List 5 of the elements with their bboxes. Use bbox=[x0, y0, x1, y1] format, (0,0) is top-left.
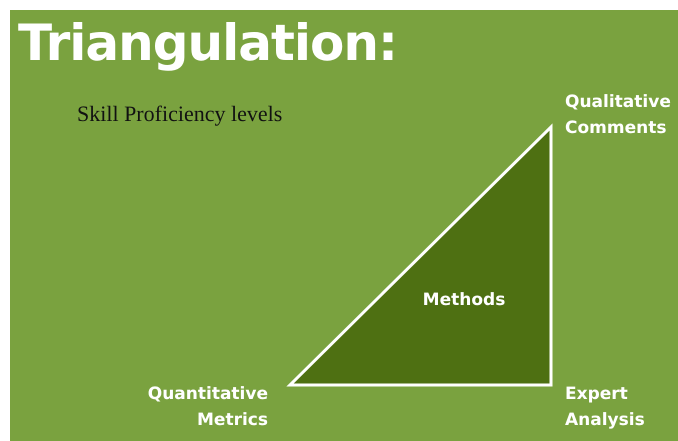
subtitle: Skill Proficiency levels bbox=[77, 102, 282, 126]
corner-label: Expert Analysis bbox=[565, 383, 646, 432]
corner-label: Quantitative Metrics bbox=[146, 383, 268, 432]
triangle-label: Methods bbox=[422, 290, 506, 310]
corner-label: Qualitative Comments bbox=[565, 91, 672, 140]
